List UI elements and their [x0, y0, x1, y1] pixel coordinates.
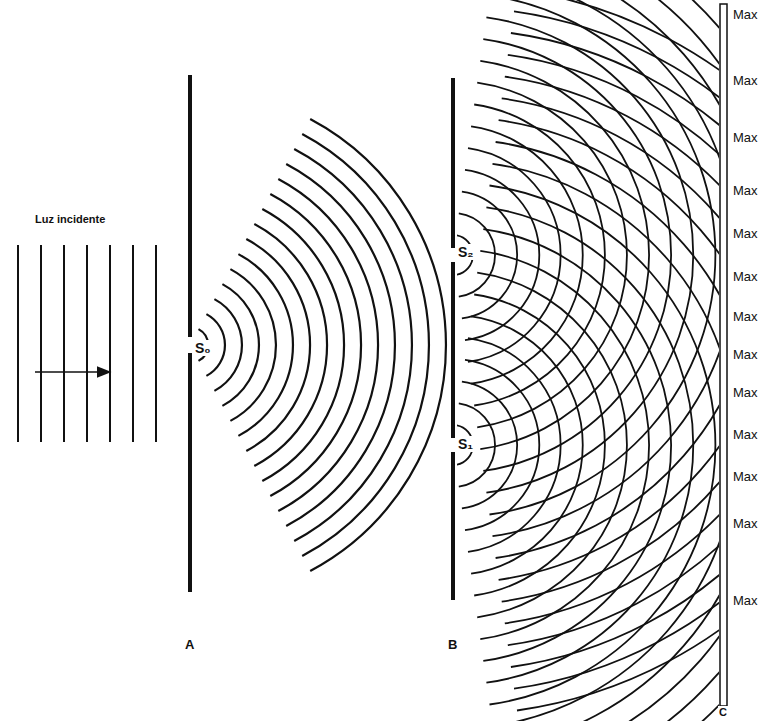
- wave-arc: [486, 207, 693, 682]
- barrier-a: [188, 353, 192, 592]
- wave-arc: [517, 0, 719, 721]
- incident-wavefronts: [18, 245, 156, 442]
- wave-arc: [270, 194, 361, 496]
- wave-arc: [486, 17, 693, 492]
- wave-arc: [499, 120, 719, 721]
- wave-arc: [246, 239, 310, 451]
- maximum-label: Max: [732, 469, 759, 484]
- maximum-label: Max: [732, 593, 759, 608]
- wave-arc: [474, 105, 605, 406]
- wave-arc: [294, 149, 412, 541]
- barrier-b: [451, 262, 455, 438]
- wave-arc: [474, 295, 605, 596]
- wave-arc: [302, 134, 429, 556]
- barrier-label: A: [184, 637, 195, 652]
- maximum-label: Max: [732, 347, 759, 362]
- maximum-label: Max: [732, 226, 759, 241]
- wavefront-line: [132, 245, 134, 442]
- maximum-label: Max: [732, 427, 759, 442]
- diffracted-waves: [199, 119, 446, 571]
- barrier-label: C: [718, 706, 728, 719]
- wave-arc: [278, 179, 378, 511]
- wave-arc: [496, 0, 719, 558]
- barrier-b: [451, 78, 455, 248]
- slit-label: S₀: [194, 340, 212, 356]
- wave-arc: [490, 186, 716, 705]
- wave-arc: [505, 0, 719, 623]
- wave-arc: [493, 164, 720, 721]
- wave-arc: [483, 229, 671, 661]
- wave-arc: [508, 55, 719, 721]
- maximum-label: Max: [732, 269, 759, 284]
- propagation-arrow: [35, 371, 110, 373]
- wave-arc: [230, 269, 276, 421]
- maximum-label: Max: [732, 309, 759, 324]
- light-label: Luz incidente: [34, 213, 106, 226]
- wave-arc: [465, 360, 539, 530]
- wave-arc: [502, 0, 719, 602]
- wavefront-line: [86, 245, 88, 442]
- maximum-label: Max: [732, 516, 759, 531]
- wave-arc: [496, 142, 719, 721]
- wavefront-line: [155, 245, 157, 442]
- slit-label: S₂: [457, 244, 475, 260]
- wave-arc: [468, 338, 561, 552]
- wave-arc: [514, 11, 719, 721]
- wave-arc: [310, 119, 446, 571]
- screen-c: [720, 4, 727, 706]
- wave-arc: [254, 224, 327, 466]
- wavefront-line: [40, 245, 42, 442]
- wave-arc: [222, 284, 259, 406]
- wavefront-line: [109, 245, 111, 442]
- barrier-label: B: [447, 637, 458, 652]
- wave-arc: [477, 273, 627, 618]
- interfering-waves: [457, 0, 719, 721]
- maximum-label: Max: [732, 130, 759, 145]
- wavefront-line: [17, 245, 19, 442]
- maximum-label: Max: [732, 183, 759, 198]
- wavefront-line: [63, 245, 65, 442]
- wave-arc: [471, 126, 583, 383]
- wave-arc: [286, 164, 395, 526]
- wave-arc: [511, 33, 719, 721]
- maximum-label: Max: [732, 385, 759, 400]
- wave-arc: [238, 254, 293, 436]
- wave-arc: [508, 0, 719, 645]
- wave-arc: [505, 77, 719, 721]
- wave-arc: [514, 0, 719, 689]
- maximum-label: Max: [732, 7, 759, 22]
- wave-arc: [471, 316, 583, 573]
- wave-arc: [214, 299, 242, 391]
- slit-label: S₁: [457, 436, 474, 452]
- maximum-label: Max: [732, 73, 759, 88]
- wave-arc: [502, 98, 719, 721]
- barrier-b: [451, 452, 455, 600]
- barrier-a: [188, 75, 192, 337]
